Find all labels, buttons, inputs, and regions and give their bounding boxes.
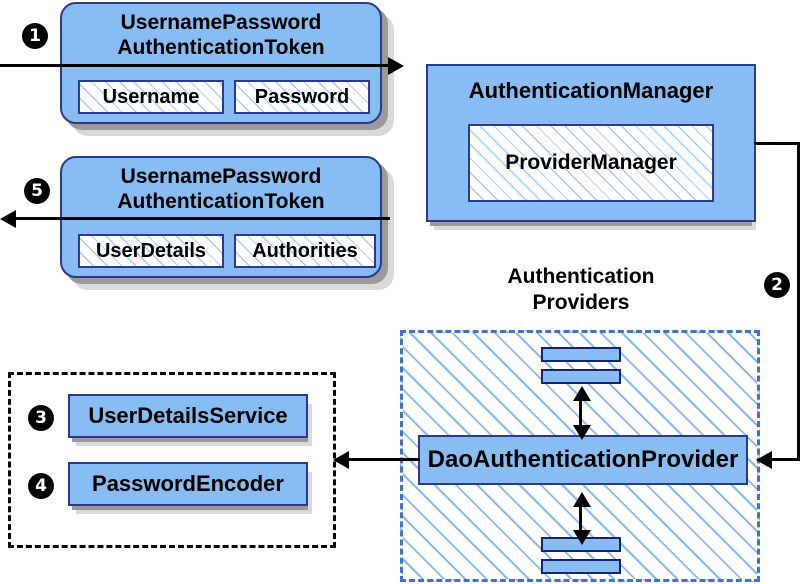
step-marker-4: 4 [28, 473, 54, 499]
connector-provider-to-support [348, 458, 420, 461]
step-marker-1: 1 [22, 23, 48, 49]
step-marker-2: 2 [764, 272, 790, 298]
arrowhead-provider-top-up [573, 386, 591, 401]
connector-step2-bottom [770, 458, 800, 461]
connector-provider-bottom [579, 497, 582, 537]
providers-region-title-line1: Authentication [507, 265, 655, 288]
other-provider-bottom-2[interactable] [541, 559, 621, 574]
request-token-field-username[interactable]: Username [78, 80, 224, 114]
step-marker-3: 3 [28, 405, 54, 431]
connector-request-in [0, 64, 390, 67]
connector-response-out [14, 217, 390, 220]
providers-region-title: Authentication Providers [470, 264, 692, 316]
password-encoder-box[interactable]: PasswordEncoder [68, 462, 308, 506]
dao-authentication-provider-box[interactable]: DaoAuthenticationProvider [418, 435, 748, 485]
arrowhead-response-out [0, 210, 16, 228]
connector-step2-top [754, 142, 800, 145]
other-provider-top-2[interactable] [541, 369, 621, 384]
provider-manager-box[interactable]: ProviderManager [468, 124, 714, 202]
response-token-field-authorities[interactable]: Authorities [234, 234, 376, 268]
response-token-field-userdetails[interactable]: UserDetails [78, 234, 224, 268]
arrowhead-provider-bottom-up [573, 492, 591, 507]
step-marker-5: 5 [24, 178, 50, 204]
arrowhead-provider-to-support [333, 451, 349, 469]
arrowhead-request-to-manager [388, 57, 404, 75]
arrowhead-provider-top-down [573, 425, 591, 440]
connector-provider-top [579, 392, 582, 432]
providers-region-title-line2: Providers [532, 291, 630, 314]
other-provider-top-1[interactable] [541, 347, 621, 362]
authentication-manager-title: AuthenticationManager [468, 78, 714, 103]
connector-step2-vertical [797, 142, 800, 460]
request-token-field-password[interactable]: Password [234, 80, 370, 114]
user-details-service-box[interactable]: UserDetailsService [68, 394, 308, 438]
arrowhead-provider-bottom-down [573, 530, 591, 545]
arrowhead-step2-to-provider [756, 451, 772, 469]
